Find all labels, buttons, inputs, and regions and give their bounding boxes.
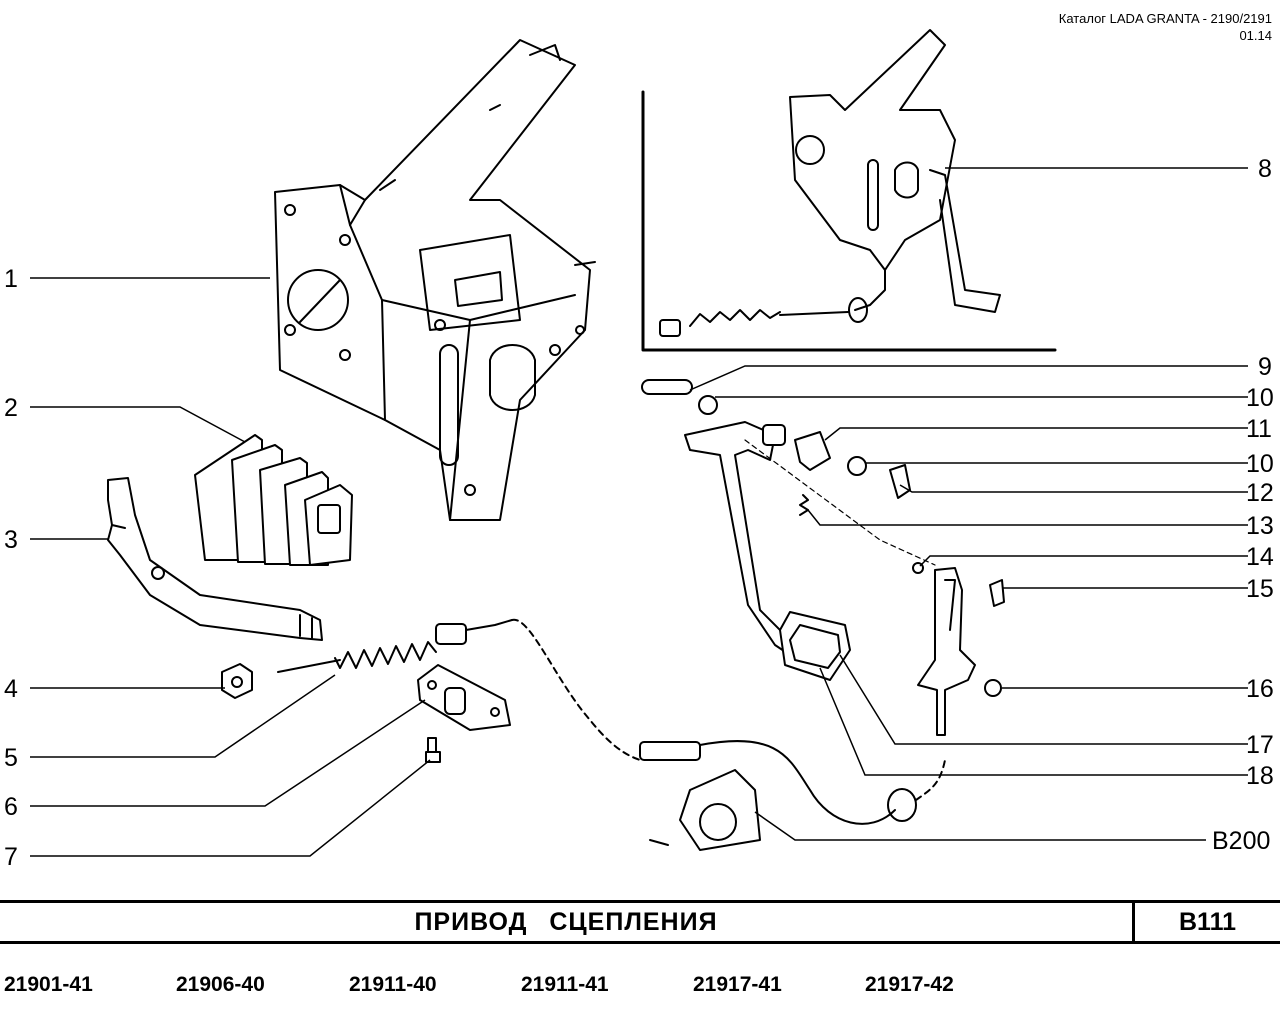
model-code: 21917-41 (693, 973, 782, 996)
callout-10a: 10 (1246, 384, 1274, 412)
callout-16: 16 (1246, 675, 1274, 703)
bolt-part-7 (425, 737, 441, 763)
model-code: 21911-41 (521, 973, 609, 996)
callout-13: 13 (1246, 512, 1274, 540)
callout-7: 7 (4, 843, 18, 871)
title-bar: ПРИВОД СЦЕПЛЕНИЯ B111 (0, 900, 1280, 944)
cable-bracket (417, 664, 511, 731)
catalog-title: Каталог LADA GRANTA - 2190/2191 (1058, 11, 1272, 26)
callout-b200: B200 (1212, 827, 1270, 855)
callout-3: 3 (4, 526, 18, 554)
section-code: B111 (1132, 903, 1280, 941)
model-code: 21901-41 (4, 973, 93, 996)
hydraulic-line-b200 (639, 740, 946, 851)
catalog-date: 01.14 (1239, 28, 1272, 43)
clutch-pedal-assembly (641, 379, 1005, 736)
inset-pedal-assembly (641, 29, 1057, 352)
callout-10b: 10 (1246, 450, 1274, 478)
model-code: 21906-40 (176, 973, 265, 996)
callout-8: 8 (1258, 155, 1272, 183)
callout-5: 5 (4, 744, 18, 772)
bellows-boot (194, 434, 353, 566)
model-code: 21917-42 (865, 973, 954, 996)
model-list: 21901-41 21906-40 21911-40 21911-41 2191… (4, 968, 1104, 1002)
callout-6: 6 (4, 793, 18, 821)
callout-2: 2 (4, 394, 18, 422)
clutch-fork (107, 477, 323, 641)
bushing-part-4 (221, 663, 253, 699)
pedal-bracket (274, 39, 596, 521)
model-code: 21911-40 (349, 973, 437, 996)
callout-1: 1 (4, 265, 18, 293)
callout-4: 4 (4, 675, 18, 703)
callout-18: 18 (1246, 762, 1274, 790)
callout-11: 11 (1246, 415, 1272, 443)
callout-14: 14 (1246, 543, 1274, 571)
callout-9: 9 (1258, 353, 1272, 381)
clutch-drive-diagram: 1 2 3 4 5 6 7 8 9 10 11 10 12 13 14 15 1… (4, 29, 1274, 871)
callout-leaders (30, 167, 1248, 857)
catalog-header: Каталог LADA GRANTA - 2190/2191 01.14 (1059, 10, 1272, 44)
callout-labels: 1 2 3 4 5 6 7 8 9 10 11 10 12 13 14 15 1… (4, 155, 1274, 871)
callout-17: 17 (1246, 731, 1274, 759)
callout-15: 15 (1246, 575, 1274, 603)
clutch-cable (277, 618, 641, 761)
page-title: ПРИВОД СЦЕПЛЕНИЯ (414, 908, 718, 936)
callout-12: 12 (1246, 479, 1274, 507)
